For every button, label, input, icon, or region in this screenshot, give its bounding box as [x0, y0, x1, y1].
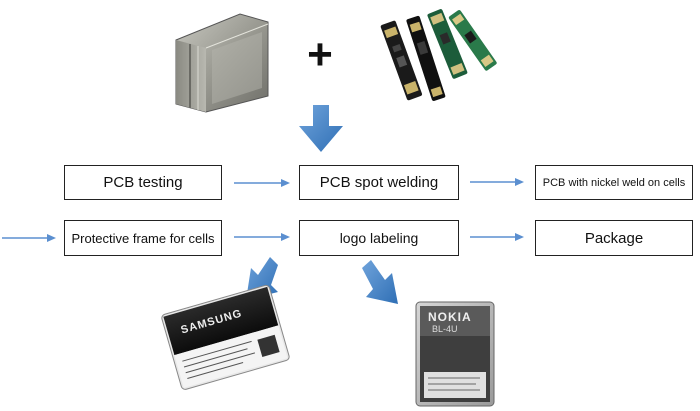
nokia-battery-image — [415, 301, 495, 407]
battery-cells-image — [175, 13, 269, 113]
step-label: PCB testing — [103, 174, 183, 191]
step-protective-frame: Protective frame for cells — [64, 220, 222, 256]
pcb-boards-image — [380, 9, 497, 101]
down-arrow-icon — [299, 105, 343, 152]
nokia-brand-label: NOKIA — [428, 310, 472, 324]
step-label: Protective frame for cells — [71, 230, 215, 246]
plus-sign: + — [307, 30, 333, 79]
step-label: Package — [584, 229, 644, 247]
nokia-model-label: BL-4U — [432, 324, 458, 334]
step-pcb-spot-welding: PCB spot welding — [299, 165, 459, 200]
samsung-battery-image — [161, 284, 290, 390]
step-pcb-testing: PCB testing — [64, 165, 222, 200]
step-label: logo labeling — [339, 230, 419, 246]
step-label: PCB spot welding — [319, 174, 439, 191]
step-package: Package — [535, 220, 693, 256]
step-pcb-nickel-weld: PCB with nickel weld on cells — [535, 165, 693, 200]
connector-arrows — [2, 178, 524, 242]
step-label: PCB with nickel weld on cells — [542, 176, 686, 189]
diagonal-arrow-right-icon — [362, 260, 398, 304]
step-logo-labeling: logo labeling — [299, 220, 459, 256]
